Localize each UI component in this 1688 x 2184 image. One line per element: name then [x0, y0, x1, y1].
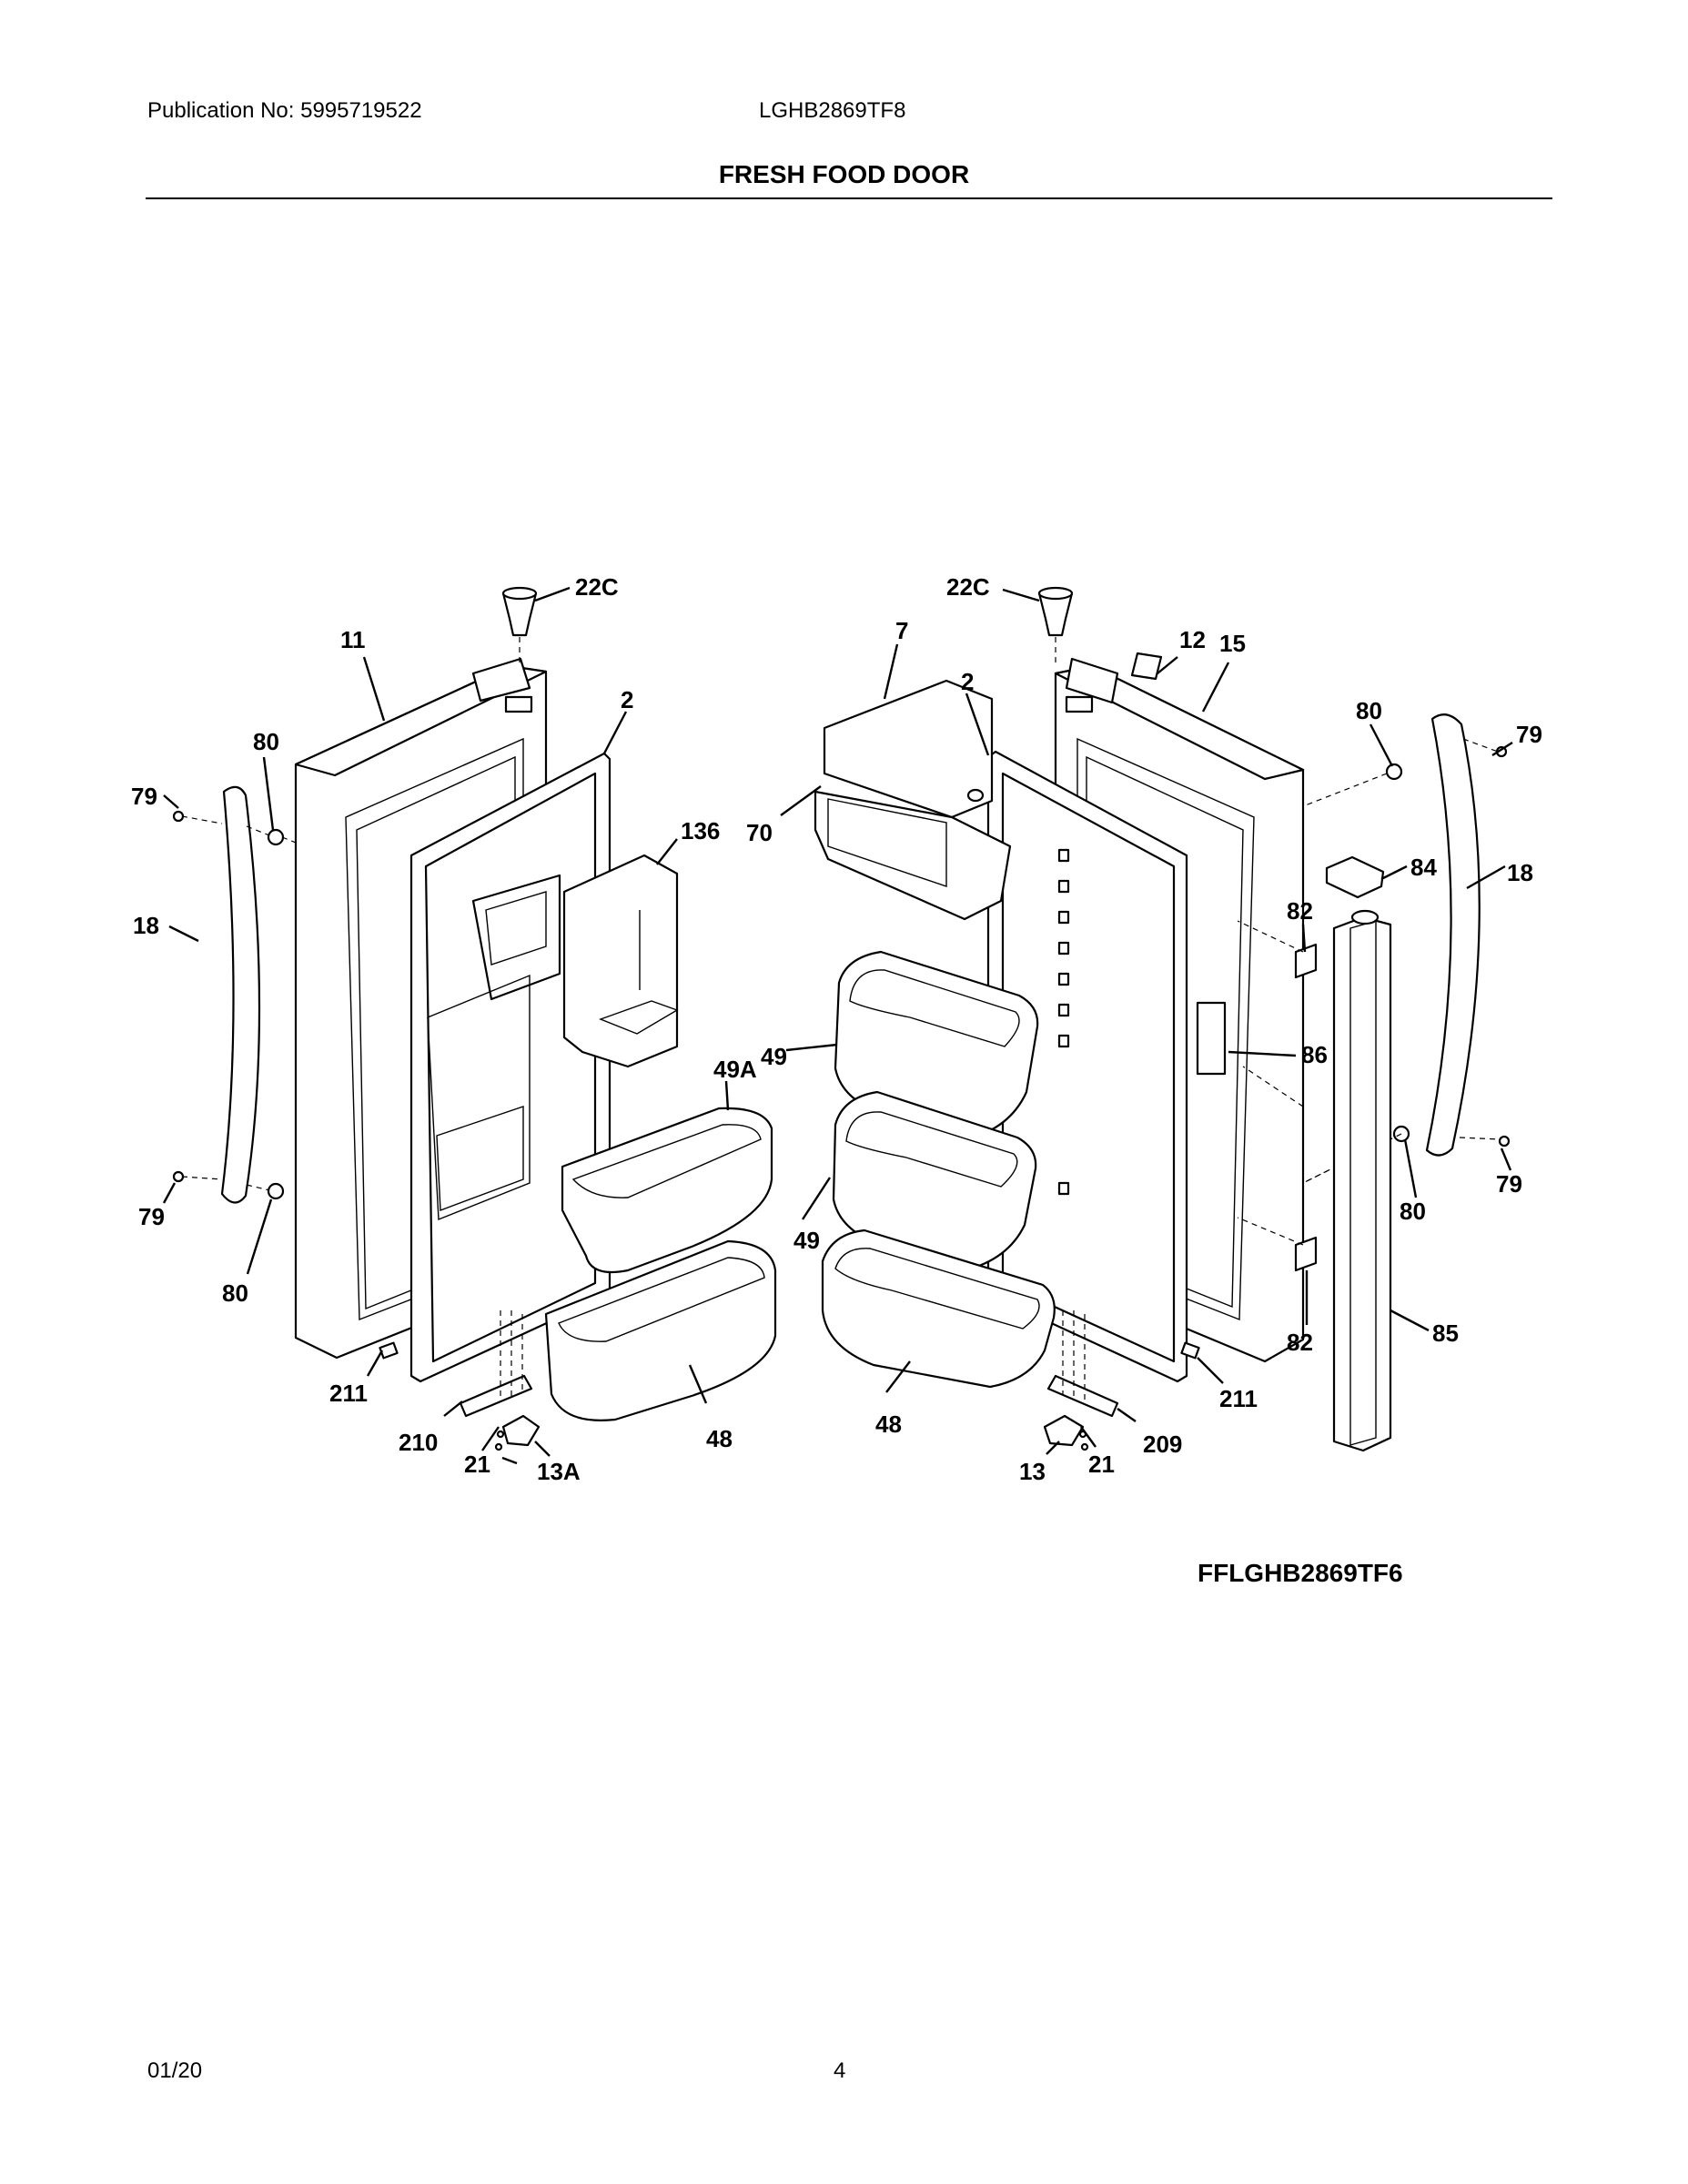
callout-left-21: 21 — [464, 1451, 490, 1478]
callout-left-22c: 22C — [575, 573, 619, 601]
callout-left-13a: 13A — [537, 1458, 581, 1485]
callout-left-79-top: 79 — [131, 783, 157, 810]
left-door-handle — [220, 785, 261, 1204]
right-trim-brackets — [1237, 855, 1385, 1272]
callout-left-211: 211 — [329, 1380, 368, 1407]
callout-right-84: 84 — [1410, 854, 1437, 881]
right-bottom-hinge — [1043, 1310, 1200, 1451]
callout-left-11: 11 — [340, 626, 366, 653]
left-door-gasket — [409, 752, 612, 1383]
callout-left-18: 18 — [133, 912, 159, 939]
callout-right-22c: 22C — [946, 573, 990, 601]
left-ice-chute-bin — [562, 854, 679, 1068]
callout-right-82-top: 82 — [1287, 897, 1313, 925]
right-hinge-cap — [1037, 586, 1163, 681]
diagram-code: FFLGHB2869TF6 — [1198, 1559, 1403, 1587]
callout-right-209: 209 — [1143, 1431, 1182, 1458]
model-number: LGHB2869TF8 — [759, 98, 906, 123]
callout-left-80-top: 80 — [253, 728, 279, 755]
callout-right-13: 13 — [1019, 1458, 1046, 1485]
callout-left-2: 2 — [621, 686, 633, 713]
page-number: 4 — [834, 2058, 846, 2083]
right-gasket-clips — [1057, 848, 1070, 1196]
callout-right-86: 86 — [1301, 1041, 1328, 1068]
callout-right-21: 21 — [1088, 1451, 1115, 1478]
callout-right-79-bottom: 79 — [1496, 1170, 1522, 1198]
callout-left-49a: 49A — [713, 1056, 757, 1083]
callout-right-82-bottom: 82 — [1287, 1329, 1313, 1356]
callout-right-49-upper: 49 — [761, 1043, 787, 1070]
callout-right-18: 18 — [1507, 859, 1533, 886]
right-door-bin-49-lower — [832, 1090, 1037, 1272]
left-dispenser-housing — [427, 874, 561, 1221]
left-door-assembly — [172, 586, 777, 1451]
callout-right-7: 7 — [895, 617, 908, 644]
callout-right-85: 85 — [1432, 1320, 1459, 1347]
callout-right-79-top: 79 — [1516, 721, 1542, 748]
left-door-bin-48 — [544, 1239, 777, 1421]
callout-right-12: 12 — [1179, 626, 1206, 653]
header-rule — [146, 197, 1552, 199]
footer-date: 01/20 — [147, 2058, 203, 2083]
callout-left-80-bottom: 80 — [222, 1279, 248, 1307]
right-dairy-bin — [814, 679, 1012, 921]
right-door-assembly — [814, 586, 1511, 1452]
right-door-trim-85 — [1332, 915, 1392, 1452]
callout-right-2: 2 — [961, 668, 974, 695]
callout-right-211: 211 — [1219, 1385, 1258, 1412]
left-hinge-cap — [501, 586, 538, 666]
callout-labels: 22C 11 2 80 79 136 18 49A 79 80 211 210 … — [131, 573, 1542, 1485]
left-door-bin-49a — [561, 1107, 773, 1274]
left-handle-fasteners — [172, 810, 297, 1200]
right-door-bin-48 — [821, 1228, 1056, 1389]
callout-right-48: 48 — [875, 1410, 902, 1438]
callout-left-210: 210 — [399, 1429, 438, 1456]
left-bottom-hinge — [379, 1310, 541, 1451]
callout-right-70: 70 — [746, 819, 773, 846]
callout-right-80-bottom: 80 — [1400, 1198, 1426, 1225]
callout-right-49-lower: 49 — [793, 1227, 820, 1254]
callout-left-136: 136 — [681, 817, 720, 844]
right-door-handle — [1425, 713, 1481, 1157]
leader-lines — [162, 586, 1513, 1465]
right-door-gasket — [986, 750, 1188, 1383]
callout-right-80-top: 80 — [1356, 697, 1382, 724]
callout-left-48: 48 — [706, 1425, 733, 1452]
callout-right-15: 15 — [1219, 630, 1246, 657]
callout-left-79-bottom: 79 — [138, 1203, 165, 1230]
page-title: FRESH FOOD DOOR — [718, 160, 970, 188]
publication-number: Publication No: 5995719522 — [147, 98, 422, 123]
right-handle-fasteners — [1302, 738, 1511, 1184]
